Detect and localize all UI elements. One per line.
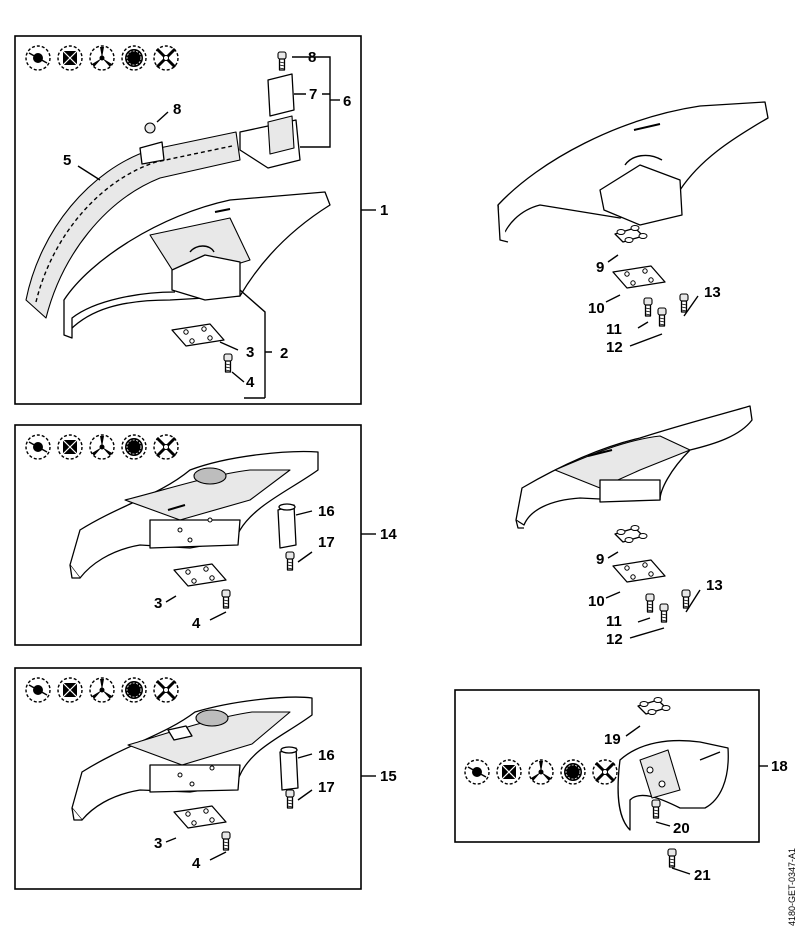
tool-icons-row-3 (25, 676, 180, 704)
tool-icons-row-1 (25, 44, 180, 72)
document-code: 4180-GET-0347-A1 (787, 848, 797, 926)
label-3b: 3 (154, 595, 162, 612)
four-tooth-blade-icon (591, 758, 619, 786)
label-12b: 12 (606, 631, 623, 648)
label-10b: 10 (588, 593, 605, 610)
label-7: 7 (309, 86, 317, 103)
circular-saw-blade-icon (121, 677, 147, 703)
circular-saw-blade-icon (121, 45, 147, 71)
group-frame-15 (14, 667, 362, 890)
four-tooth-blade-icon (152, 44, 180, 72)
label-11b: 11 (606, 613, 622, 630)
label-6: 6 (343, 93, 351, 110)
deflector-assembly-1 (25, 51, 331, 373)
label-13b: 13 (706, 577, 723, 594)
label-15: 15 (380, 768, 397, 785)
label-3: 3 (246, 344, 254, 361)
label-13: 13 (704, 284, 721, 301)
trimmer-head-icon (464, 759, 490, 785)
bracket-part-7 (267, 73, 295, 117)
polycut-head-icon (57, 677, 83, 703)
label-16b: 16 (318, 747, 335, 764)
label-12: 12 (606, 339, 623, 356)
label-2: 2 (280, 345, 288, 362)
label-14: 14 (380, 526, 397, 543)
deflector-assembly-15 (71, 696, 313, 851)
deflector-assembly-18 (617, 696, 729, 868)
tool-icons-row-4 (464, 758, 619, 786)
group-frame-14 (14, 424, 362, 646)
deflector-assembly-right-middle (515, 405, 753, 623)
circular-saw-blade-icon (121, 434, 147, 460)
label-1: 1 (380, 202, 388, 219)
tool-icons-row-2 (25, 433, 180, 461)
three-tooth-blade-icon (89, 434, 115, 460)
label-9b: 9 (596, 551, 604, 568)
three-tooth-blade-icon (89, 45, 115, 71)
four-tooth-blade-icon (152, 433, 180, 461)
label-9: 9 (596, 259, 604, 276)
label-5: 5 (63, 152, 71, 169)
three-tooth-blade-icon (89, 677, 115, 703)
polycut-head-icon (57, 434, 83, 460)
circular-saw-blade-icon (560, 759, 586, 785)
label-20: 20 (673, 820, 690, 837)
limiter-strip (25, 131, 241, 319)
label-18: 18 (771, 758, 788, 775)
group-frame-1 (14, 35, 362, 405)
label-8: 8 (308, 49, 316, 66)
deflector-assembly-14 (69, 450, 319, 609)
four-tooth-blade-icon (152, 676, 180, 704)
label-8b: 8 (173, 101, 181, 118)
label-3c: 3 (154, 835, 162, 852)
label-17b: 17 (318, 779, 335, 796)
label-4c: 4 (192, 855, 201, 872)
label-17: 17 (318, 534, 335, 551)
label-19: 19 (604, 731, 621, 748)
label-16: 16 (318, 503, 335, 520)
label-21: 21 (694, 867, 711, 884)
trimmer-head-icon (25, 677, 51, 703)
label-10: 10 (588, 300, 605, 317)
trimmer-head-icon (25, 45, 51, 71)
part-labels: 1 2 3 4 5 6 7 8 8 9 10 11 12 13 14 16 17… (63, 49, 797, 926)
deflector-assembly-right-top (497, 101, 769, 327)
trimmer-head-icon (25, 434, 51, 460)
leader-lines (77, 56, 768, 875)
label-4b: 4 (192, 615, 201, 632)
polycut-head-icon (496, 759, 522, 785)
label-4: 4 (246, 374, 255, 391)
label-11: 11 (606, 321, 622, 338)
three-tooth-blade-icon (528, 759, 554, 785)
polycut-head-icon (57, 45, 83, 71)
